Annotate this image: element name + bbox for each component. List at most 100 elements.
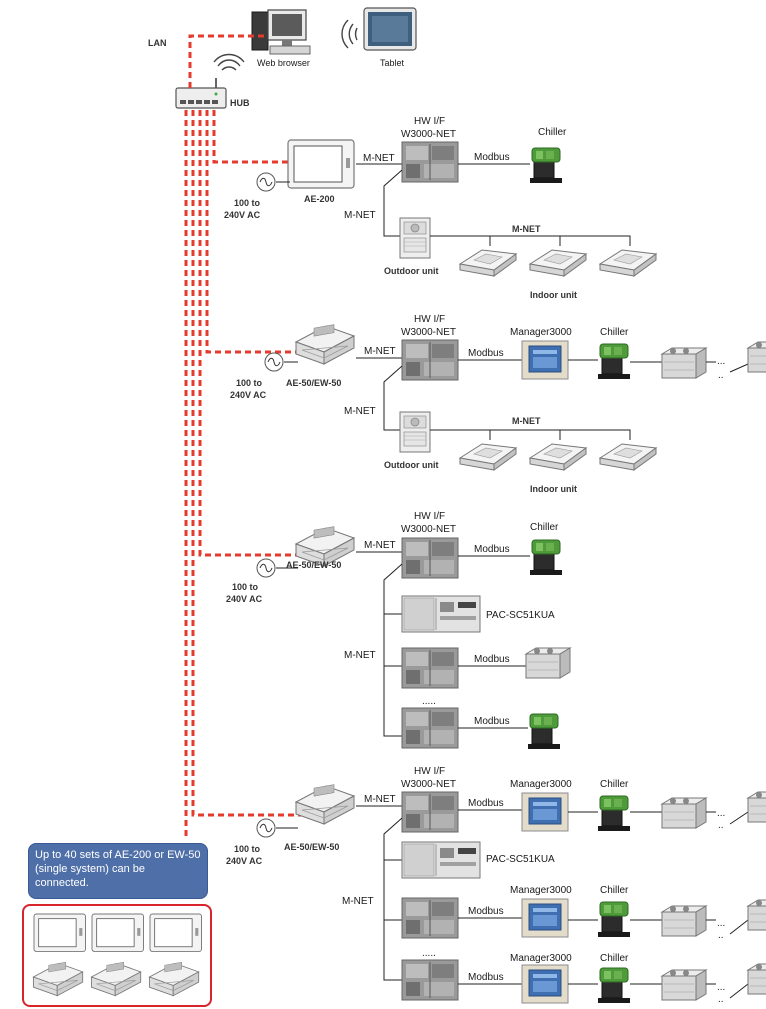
ae50-controller [295,784,355,825]
fan-unit-icon [525,647,571,679]
hwif-board [401,959,459,1001]
fan-unit-icon [747,963,766,995]
s3-controller-label: AE-50/EW-50 [286,560,341,570]
s4-ellipsis-4: .. [718,930,724,941]
s2-outdoor-label: Outdoor unit [384,460,438,470]
s2-hwif-1: HW I/F [414,314,445,325]
s3-mnet-top: M-NET [364,540,396,551]
s4-ellipsis-5: ... [717,982,725,993]
s3-pac-label: PAC-SC51KUA [486,610,555,621]
s1-controller-label: AE-200 [304,194,335,204]
hwif-board [401,707,459,749]
s1-hwif-2: W3000-NET [401,129,456,140]
indoor-unit-icon [459,443,517,471]
lan-label: LAN [148,38,167,48]
s2-indoor-label: Indoor unit [530,484,577,494]
chiller-icon [597,795,631,832]
chiller-icon [527,713,561,750]
capacity-note: Up to 40 sets of AE-200 or EW-50 (single… [28,843,208,899]
s2-ellipsis-2: .. [718,370,724,381]
s4-ellipsis-mid: ..... [422,948,436,959]
s3-chiller: Chiller [530,522,559,533]
hwif-board [401,537,459,579]
chiller-icon [597,901,631,938]
s2-hwif-2: W3000-NET [401,327,456,338]
outdoor-unit-icon [399,217,431,259]
s4-ellipsis-6: .. [718,994,724,1005]
fan-unit-icon [747,341,766,373]
s3-modbus-3: Modbus [474,716,510,727]
s3-mnet-side: M-NET [344,650,376,661]
desktop-computer-icon [251,9,311,55]
s3-modbus-2: Modbus [474,654,510,665]
s2-chiller: Chiller [600,327,629,338]
tablet-label: Tablet [380,58,405,68]
indoor-unit-icon [529,249,587,277]
chiller-icon [597,343,631,380]
indoor-unit-icon [599,249,657,277]
s1-mnet-top: M-NET [363,153,395,164]
fan-unit-icon [661,797,707,829]
s3-hwif-1: HW I/F [414,511,445,522]
fan-unit-icon [747,791,766,823]
hub-icon [175,78,227,109]
s3-modbus-1: Modbus [474,544,510,555]
ac-power-icon [256,558,276,578]
manager3000-icon [521,340,569,380]
s4-ellipsis-3: ... [717,918,725,929]
s1-hwif-1: HW I/F [414,116,445,127]
s3-hwif-2: W3000-NET [401,524,456,535]
hwif-board [401,141,459,183]
s3-power-label-2: 240V AC [226,594,263,604]
s4-power-label-2: 240V AC [226,856,263,866]
s4-chiller-1: Chiller [600,779,629,790]
section-ae50-3: AE-50/EW-50 100 to 240V AC M-NET HW I/F … [226,766,766,1005]
ac-power-icon [256,172,276,192]
section-ae50-2: AE-50/EW-50 100 to 240V AC M-NET HW I/F … [226,511,571,750]
hwif-board [401,339,459,381]
s1-outdoor-label: Outdoor unit [384,266,438,276]
hub-wifi-icon [213,53,245,71]
s4-hwif-2: W3000-NET [401,779,456,790]
controller-bundle-frame [22,904,212,1007]
indoor-unit-icon [529,443,587,471]
lan-cabling [184,34,318,840]
s4-mnet-side: M-NET [342,896,374,907]
indoor-unit-icon [459,249,517,277]
ae50-controller [295,324,355,365]
hwif-board [401,791,459,833]
s4-modbus-3: Modbus [468,972,504,983]
ac-power-icon [256,818,276,838]
hub-label: HUB [230,98,250,108]
s4-manager-1: Manager3000 [510,779,572,790]
pac-sc51kua-icon [401,595,481,633]
fan-unit-icon [747,899,766,931]
s1-mnet-indoor: M-NET [512,224,541,234]
s1-mnet-side: M-NET [344,210,376,221]
pac-sc51kua-icon [401,841,481,879]
s2-manager: Manager3000 [510,327,572,338]
manager3000-icon [521,898,569,938]
s1-power-label-2: 240V AC [224,210,261,220]
manager3000-icon [521,964,569,1004]
chiller-icon [529,539,563,576]
s2-modbus: Modbus [468,348,504,359]
hwif-board [401,897,459,939]
fan-unit-icon [661,905,707,937]
s4-ellipsis-2: .. [718,820,724,831]
s4-controller-label: AE-50/EW-50 [284,842,339,852]
s2-controller-label: AE-50/EW-50 [286,378,341,388]
s1-chiller: Chiller [538,127,567,138]
s2-ellipsis-1: ... [717,356,725,367]
section-ae50-1: AE-50/EW-50 100 to 240V AC M-NET HW I/F … [230,314,766,494]
hwif-board [401,647,459,689]
fan-unit-icon [661,347,707,379]
tablet-icon [363,7,417,51]
s2-power-label-2: 240V AC [230,390,267,400]
fan-unit-icon [661,969,707,1001]
s2-power-label-1: 100 to [236,378,263,388]
chiller-icon [529,147,563,184]
outdoor-unit-icon [399,411,431,453]
s4-hwif-1: HW I/F [414,766,445,777]
